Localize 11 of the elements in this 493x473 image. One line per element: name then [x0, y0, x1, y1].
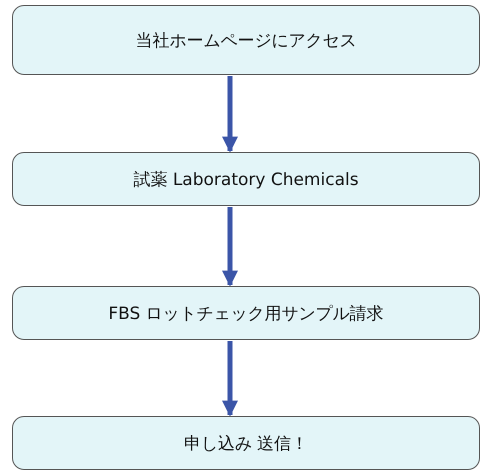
arrow: [222, 341, 238, 417]
box-label: 試薬 Laboratory Chemicals: [133, 168, 359, 190]
box-label: 当社ホームページにアクセス: [136, 30, 356, 52]
process-box: [12, 5, 480, 75]
process-box: [12, 286, 480, 340]
box-label: 申し込み 送信！: [184, 432, 308, 454]
box-label: FBS ロットチェック用サンプル請求: [108, 302, 384, 324]
arrow: [222, 207, 238, 287]
process-box: [12, 416, 480, 470]
arrow: [222, 76, 238, 153]
process-box: [12, 152, 480, 206]
